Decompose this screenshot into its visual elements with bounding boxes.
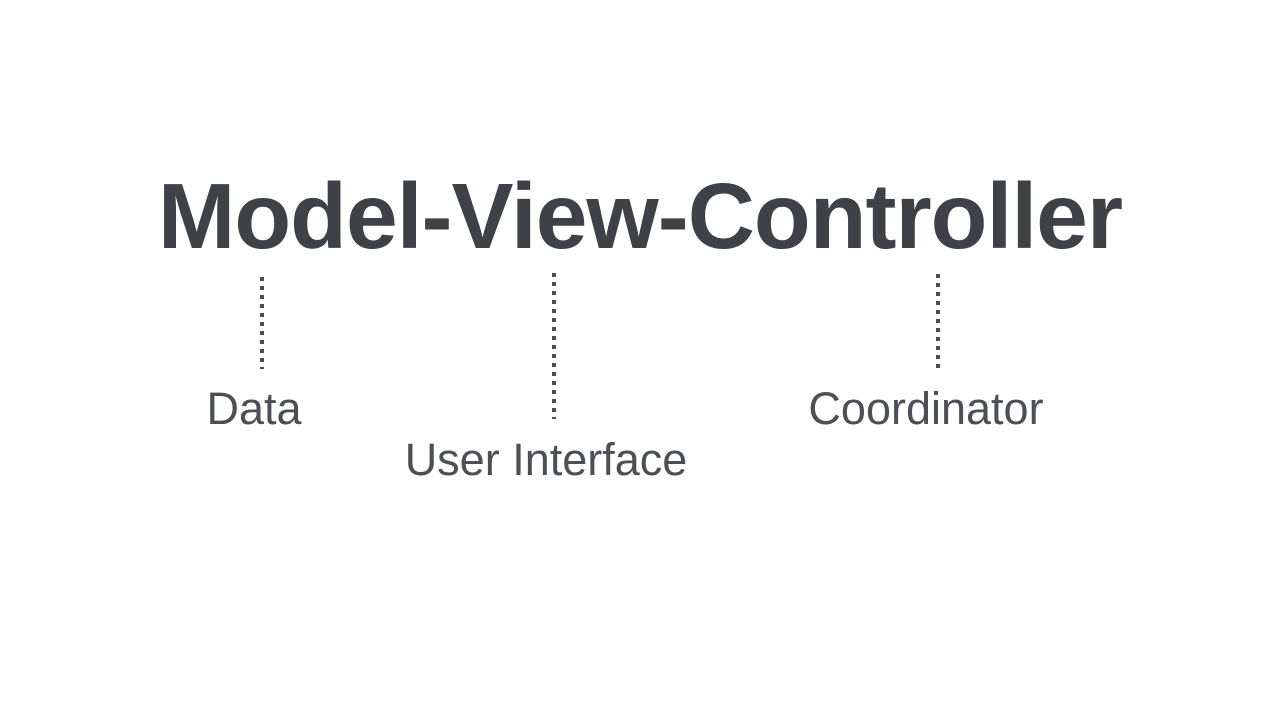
dotted-connector-model: [260, 277, 264, 369]
annotation-label-controller: Coordinator: [808, 383, 1044, 434]
annotation-label-model: Data: [206, 383, 302, 434]
slide-title: Model-View-Controller: [157, 164, 1123, 268]
dotted-connector-controller: [936, 274, 940, 368]
dotted-connector-view: [552, 273, 556, 419]
annotation-label-view: User Interface: [404, 434, 688, 485]
